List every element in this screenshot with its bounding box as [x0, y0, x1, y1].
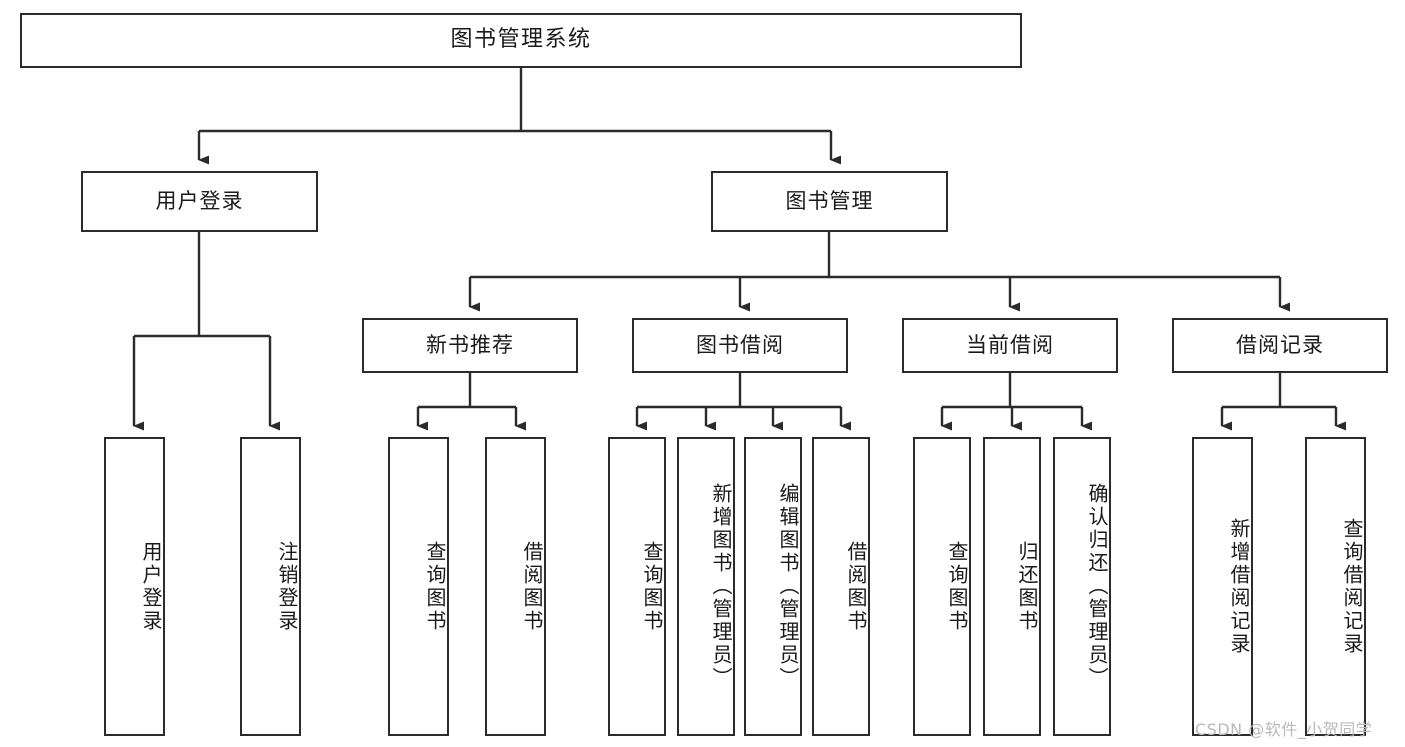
- node-leaf-query-book-recommend[interactable]: 查询图书: [388, 437, 449, 736]
- node-leaf-query-book-current[interactable]: 查询图书: [913, 437, 971, 736]
- node-leaf-add-book[interactable]: 新增图书（管理员）: [677, 437, 735, 736]
- node-book-management[interactable]: 图书管理: [711, 171, 948, 232]
- node-leaf-borrow-book-recommend[interactable]: 借阅图书: [485, 437, 546, 736]
- node-label: 用户登录: [155, 188, 244, 213]
- node-label: 查询图书: [945, 540, 969, 633]
- node-label: 新增借阅记录: [1227, 517, 1251, 656]
- node-label: 图书管理系统: [450, 27, 592, 53]
- node-label: 归还图书: [1015, 540, 1039, 633]
- connector-borrowrecord-to-leaves: [1220, 373, 1346, 431]
- node-leaf-add-borrow-record[interactable]: 新增借阅记录: [1192, 437, 1253, 736]
- node-leaf-logout[interactable]: 注销登录: [240, 437, 301, 736]
- node-label: 新增图书（管理员）: [709, 483, 733, 690]
- connector-root-to-level1: [197, 68, 841, 165]
- node-label: 用户登录: [139, 540, 163, 633]
- node-leaf-return-book[interactable]: 归还图书: [983, 437, 1041, 736]
- node-leaf-query-book-borrow[interactable]: 查询图书: [608, 437, 666, 736]
- node-label: 注销登录: [275, 540, 299, 633]
- node-label: 新书推荐: [426, 332, 514, 357]
- node-label: 确认归还（管理员）: [1085, 483, 1109, 690]
- node-label: 图书管理: [785, 188, 874, 213]
- node-label: 当前借阅: [966, 332, 1054, 357]
- connector-bookborrow-to-leaves: [635, 373, 851, 431]
- node-label: 编辑图书（管理员）: [776, 483, 800, 690]
- node-current-borrow[interactable]: 当前借阅: [902, 318, 1118, 373]
- node-label: 借阅记录: [1236, 332, 1324, 357]
- node-label: 查询图书: [640, 540, 664, 633]
- node-label: 借阅图书: [844, 540, 868, 633]
- connector-bookmgmt-to-level2: [468, 232, 1290, 312]
- node-leaf-confirm-return[interactable]: 确认归还（管理员）: [1053, 437, 1111, 736]
- node-new-book-recommend[interactable]: 新书推荐: [362, 318, 578, 373]
- node-user-login[interactable]: 用户登录: [81, 171, 318, 232]
- node-label: 查询借阅记录: [1340, 517, 1364, 656]
- node-label: 查询图书: [423, 540, 447, 633]
- node-label: 图书借阅: [696, 332, 784, 357]
- connector-newbook-to-leaves: [416, 373, 526, 431]
- connector-userlogin-to-leaves: [132, 232, 280, 431]
- node-leaf-user-login[interactable]: 用户登录: [104, 437, 165, 736]
- node-root-system[interactable]: 图书管理系统: [20, 13, 1022, 68]
- connector-currentborrow-to-leaves: [940, 373, 1092, 431]
- node-label: 借阅图书: [520, 540, 544, 633]
- node-leaf-edit-book[interactable]: 编辑图书（管理员）: [744, 437, 802, 736]
- node-leaf-query-borrow-record[interactable]: 查询借阅记录: [1305, 437, 1366, 736]
- node-borrow-record[interactable]: 借阅记录: [1172, 318, 1388, 373]
- node-leaf-borrow-book[interactable]: 借阅图书: [812, 437, 870, 736]
- node-book-borrow[interactable]: 图书借阅: [632, 318, 848, 373]
